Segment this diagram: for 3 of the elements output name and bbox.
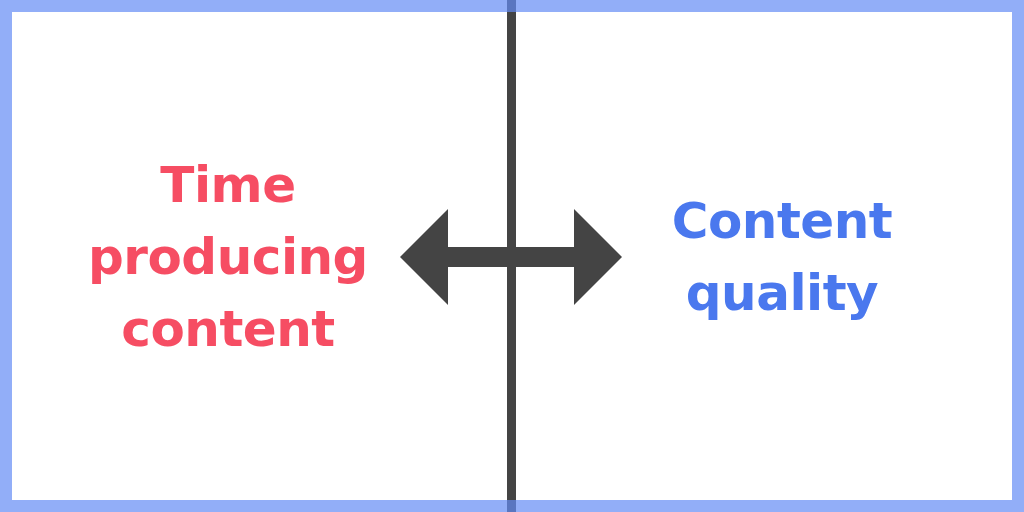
label-text: Time producing content xyxy=(87,155,369,360)
double-arrow xyxy=(400,209,622,305)
label-text: Content quality xyxy=(670,191,894,324)
